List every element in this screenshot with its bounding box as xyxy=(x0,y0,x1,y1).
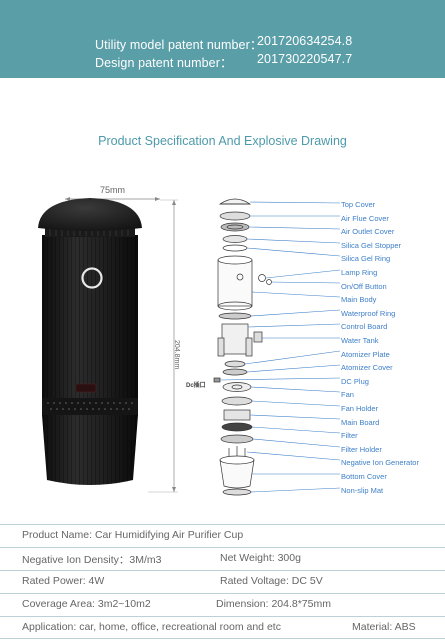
patent-banner: Utility model patent number： 20172063425… xyxy=(0,0,445,78)
part-label: Top Cover xyxy=(341,200,376,209)
spec-net-weight: Net Weight: 300g xyxy=(220,552,301,564)
part-label: Atomizer Plate xyxy=(341,349,390,359)
spec-row-application-material: Application: car, home, office, recreati… xyxy=(0,616,445,638)
spec-negative-ion: Negative Ion Density：3M/m3 xyxy=(22,554,162,566)
spec-rated-power: Rated Power: 4W xyxy=(22,575,105,587)
design-patent-number: 201730220547.7 xyxy=(257,52,353,66)
part-label: DC Plug xyxy=(341,376,369,386)
part-label: Water Tank xyxy=(341,336,379,345)
spec-dimension: Dimension: 204.8*75mm xyxy=(216,598,331,610)
device-svg xyxy=(38,197,178,493)
utility-patent-number: 201720634254.8 xyxy=(257,34,353,48)
part-label: Air Flue Cover xyxy=(341,213,389,223)
width-dimension-label: 75mm xyxy=(100,185,126,195)
table-bottom-border xyxy=(0,638,445,639)
part-label: Fan Holder xyxy=(341,404,379,413)
part-label: On/Off Button xyxy=(341,281,387,291)
part-label: Fan xyxy=(341,390,354,400)
utility-patent-label: Utility model patent number： xyxy=(95,38,263,52)
spec-rated-voltage: Rated Voltage: DC 5V xyxy=(220,575,323,587)
part-label: Main Board xyxy=(341,417,380,427)
spec-material: Material: ABS xyxy=(352,621,416,633)
height-dimension-label: 204.8mm xyxy=(173,340,180,370)
part-label: Filter Holder xyxy=(341,444,382,454)
part-label: Bottom Cover xyxy=(341,472,387,481)
spec-application: Application: car, home, office, recreati… xyxy=(22,621,281,633)
spec-row-power-voltage: Rated Power: 4W Rated Voltage: DC 5V xyxy=(0,570,445,592)
device-illustration: 75mm xyxy=(0,160,200,505)
spec-row-coverage-dimension: Coverage Area: 3m2~10m2 Dimension: 204.8… xyxy=(0,593,445,615)
part-label: Filter xyxy=(341,431,358,441)
part-label: Silica Gel Stopper xyxy=(341,240,402,250)
part-label: Control Board xyxy=(341,322,388,332)
section-title: Product Specification And Explosive Draw… xyxy=(98,134,347,148)
part-label: Silica Gel Ring xyxy=(341,254,391,264)
part-label: Negative Ion Generator xyxy=(341,458,419,468)
spec-product-name: Product Name: Car Humidifying Air Purifi… xyxy=(22,529,244,541)
part-label: Non-slip Mat xyxy=(341,485,384,495)
spec-coverage: Coverage Area: 3m2~10m2 xyxy=(22,598,151,610)
exploded-parts-svg xyxy=(213,198,341,496)
part-label: Lamp Ring xyxy=(341,268,378,277)
part-label: Atomizer Cover xyxy=(341,363,393,373)
dc-port-label: Dc插口 xyxy=(186,383,206,389)
part-label: Air Outlet Cover xyxy=(341,227,395,237)
part-label: Main Body xyxy=(341,295,377,305)
spec-row-ion-weight: Negative Ion Density：3M/m3 Net Weight: 3… xyxy=(0,547,445,569)
part-label: Waterproof Ring xyxy=(341,308,396,318)
design-patent-label: Design patent number： xyxy=(95,56,233,70)
spec-row-product-name: Product Name: Car Humidifying Air Purifi… xyxy=(0,524,445,546)
